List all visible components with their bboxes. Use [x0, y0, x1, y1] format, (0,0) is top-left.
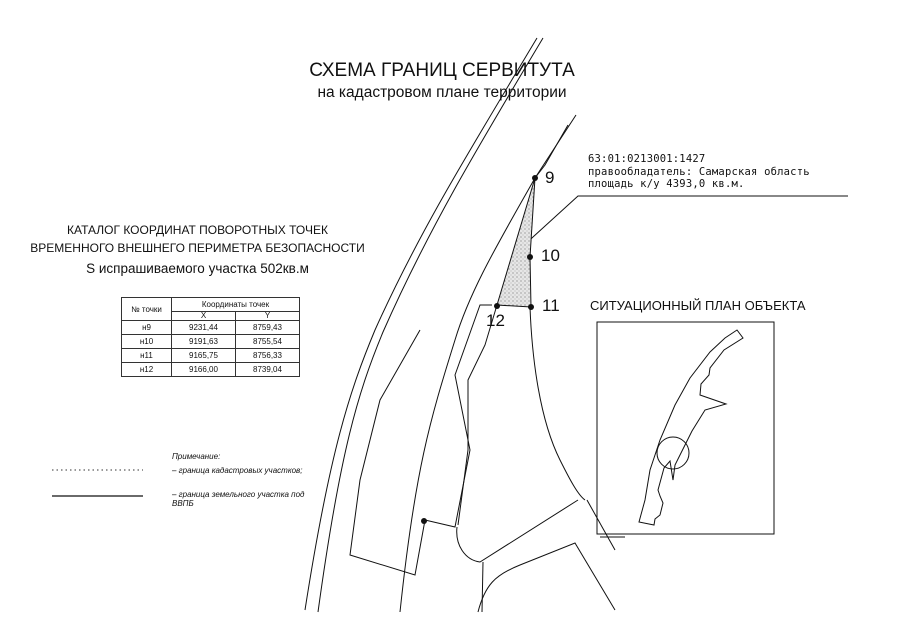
page-subtitle: на кадастровом плане территории: [317, 84, 567, 101]
cell-point: н11: [121, 348, 172, 363]
cell-y: 8739,04: [235, 362, 300, 377]
table-row: н9 9231,44 8759,43: [121, 320, 300, 335]
point-label-12: 12: [486, 311, 505, 330]
parcel-cadastral-number: 63:01:0213001:1427: [588, 153, 706, 165]
parcel-boundary-line: [457, 304, 498, 526]
legend-item-land-boundary: – граница земельного участка под ВВПБ: [172, 490, 305, 508]
header-x: X: [171, 311, 236, 321]
point-9-marker: [532, 175, 538, 181]
road-edge-line: [399, 114, 577, 613]
header-y: Y: [235, 311, 300, 321]
catalog-title-line2: ВРЕМЕННОГО ВНЕШНЕГО ПЕРИМЕТРА БЕЗОПАСНОС…: [30, 241, 365, 255]
legend-title: Примечание:: [172, 452, 221, 461]
page-title: СХЕМА ГРАНИЦ СЕРВИТУТА: [309, 60, 575, 81]
point-12-marker: [494, 303, 500, 309]
table-row: н10 9191,63 8755,54: [121, 334, 300, 349]
header-coordinates: Координаты точек: [171, 297, 300, 312]
cell-point: н10: [121, 334, 172, 349]
legend-item-cadastral-boundary: – граница кадастровых участков;: [172, 466, 303, 475]
road-edge-line: [481, 561, 484, 613]
table-row: н12 9166,00 8739,04: [121, 362, 300, 377]
cell-x: 9166,00: [171, 362, 236, 377]
cell-x: 9231,44: [171, 320, 236, 335]
point-11-marker: [528, 304, 534, 310]
servitude-area: [496, 177, 536, 308]
header-point-number: № точки: [121, 297, 172, 321]
cell-y: 8756,33: [235, 348, 300, 363]
parcel-boundary-line: [529, 306, 586, 501]
parcel-area: площадь к/у 4393,0 кв.м.: [588, 178, 745, 190]
parcel-vertex-marker: [421, 518, 427, 524]
cell-y: 8755,54: [235, 334, 300, 349]
coordinates-table: № точки Координаты точек X Y н9 9231,44 …: [121, 297, 300, 377]
cell-x: 9165,75: [171, 348, 236, 363]
point-label-10: 10: [541, 246, 560, 265]
cell-point: н9: [121, 320, 172, 335]
parcel-boundary-line: [349, 304, 492, 576]
catalog-title-line1: КАТАЛОГ КООРДИНАТ ПОВОРОТНЫХ ТОЧЕК: [67, 223, 328, 237]
point-label-11: 11: [542, 296, 560, 315]
road-edge-line: [317, 37, 544, 613]
road-edge-line: [586, 499, 616, 551]
situation-plan-frame: [596, 321, 775, 535]
road-edge-line: [456, 499, 579, 563]
situation-focus-circle: [656, 436, 690, 470]
road-edge-line: [304, 37, 538, 611]
road-edge-line: [477, 542, 616, 613]
situation-object-outline: [638, 329, 744, 526]
cell-x: 9191,63: [171, 334, 236, 349]
parcel-info: 63:01:0213001:1427 правообладатель: Сама…: [588, 153, 810, 191]
parcel-owner: правообладатель: Самарская область: [588, 165, 810, 178]
cell-point: н12: [121, 362, 172, 377]
catalog-area: S испрашиваемого участка 502кв.м: [86, 261, 309, 276]
point-10-marker: [527, 254, 533, 260]
cell-y: 8759,43: [235, 320, 300, 335]
point-label-9: 9: [545, 168, 555, 187]
parcel-boundary-line: [534, 124, 569, 179]
leader-line: [521, 195, 848, 248]
table-row: н11 9165,75 8756,33: [121, 348, 300, 363]
situation-plan-title: СИТУАЦИОННЫЙ ПЛАН ОБЪЕКТА: [590, 298, 806, 313]
